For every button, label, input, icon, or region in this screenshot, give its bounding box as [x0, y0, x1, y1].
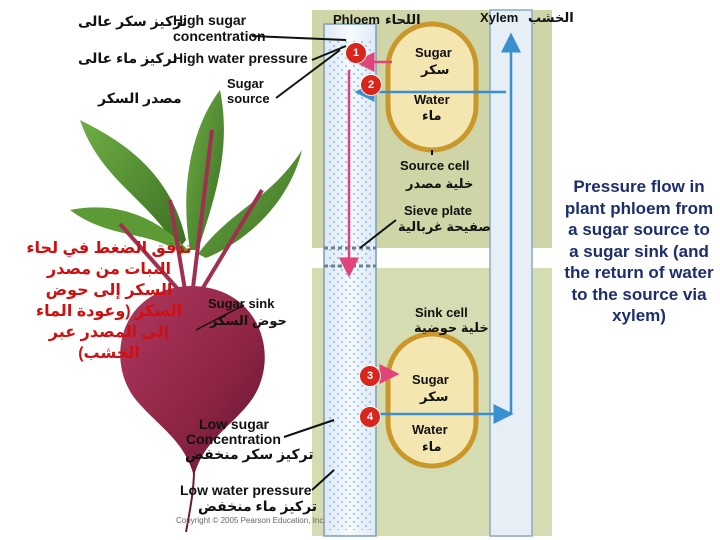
sieve-plate-label: Sieve plate	[404, 203, 472, 218]
high-sugar-label-2: concentration	[173, 28, 266, 44]
sugar-top-label-ar: سكر	[421, 62, 450, 77]
xylem-label-ar: الخشب	[528, 10, 574, 25]
copyright-notice: Copyright © 2005 Pearson Education, Inc.	[176, 516, 326, 525]
sugar-sink-label: Sugar sink	[208, 296, 275, 311]
sugar-sink-label-ar: حوض السكر	[210, 313, 287, 328]
sugar-source-label: Sugar	[227, 76, 264, 91]
beet-taproot	[185, 469, 195, 533]
sink-cell-label-ar: خلية حوضية	[414, 320, 489, 335]
beet-stem-4	[118, 222, 186, 298]
sugar-bottom-label: Sugar	[412, 372, 449, 387]
leader-sugar-source	[275, 49, 341, 99]
low-water-label-ar: تركيز ماء منخفض	[198, 498, 318, 514]
sugar-bottom-label-ar: سكر	[420, 389, 449, 404]
beet-stem-1	[168, 199, 188, 297]
water-bottom-label-ar: ماء	[422, 439, 442, 454]
phloem-label: Phloem	[333, 12, 380, 27]
source-cell-label-ar: خلية مصدر	[406, 176, 474, 191]
beet-stem-2	[190, 129, 214, 297]
step-badge-3: 3	[359, 365, 381, 387]
sieve-plate-label-ar: صفيحة غربالية	[398, 219, 491, 234]
xylem-label: Xylem	[480, 10, 519, 25]
low-sugar-label-2: Concentration	[186, 431, 281, 447]
pressure-flow-title-ar: تدفق الضغط في لحاء النبات من مصدر السكر …	[26, 240, 192, 362]
leader-high-sugar	[251, 35, 347, 41]
water-top-label-ar: ماء	[422, 108, 442, 123]
high-sugar-label-ar: تركيز سكر عالى	[78, 13, 188, 29]
high-sugar-label: High sugar	[173, 12, 247, 28]
leader-sugar-sink	[195, 304, 245, 331]
step-badge-2: 2	[360, 74, 382, 96]
low-sugar-label: Low sugar	[199, 416, 270, 432]
beet-leaf-3	[198, 150, 302, 258]
leader-high-water	[311, 45, 347, 61]
beet-root	[120, 286, 265, 476]
leader-low-water	[311, 469, 335, 491]
sink-cell-shape	[385, 331, 479, 469]
beet-stem-3	[196, 188, 264, 298]
water-top-label: Water	[414, 92, 450, 107]
sugar-source-label-2: source	[227, 91, 270, 106]
high-water-label-ar: تركيز ماء عالى	[78, 50, 178, 66]
source-cell-label: Source cell	[400, 158, 470, 173]
beet-leaf-2	[186, 90, 224, 250]
sugar-top-label: Sugar	[415, 45, 452, 60]
low-sugar-label-ar: تركيز سكر منخفض	[185, 446, 314, 462]
step-badge-4: 4	[359, 406, 381, 428]
sink-cell-label: Sink cell	[415, 305, 468, 320]
step-badge-1: 1	[345, 42, 367, 64]
beet-leaf-1	[80, 120, 186, 250]
low-water-label: Low water pressure	[180, 482, 312, 498]
leader-low-sugar	[283, 419, 335, 438]
caption-text: Pressure flow in plant phloem from a sug…	[564, 177, 714, 325]
sugar-source-label-ar: مصدر السكر	[98, 90, 182, 106]
leader-sieve-plate	[359, 219, 397, 249]
high-water-label: High water pressure	[173, 50, 308, 66]
phloem-label-ar: اللحاء	[385, 12, 421, 27]
source-cell-shape	[385, 21, 479, 153]
beet-leaf-4	[70, 207, 188, 254]
water-bottom-label: Water	[412, 422, 448, 437]
